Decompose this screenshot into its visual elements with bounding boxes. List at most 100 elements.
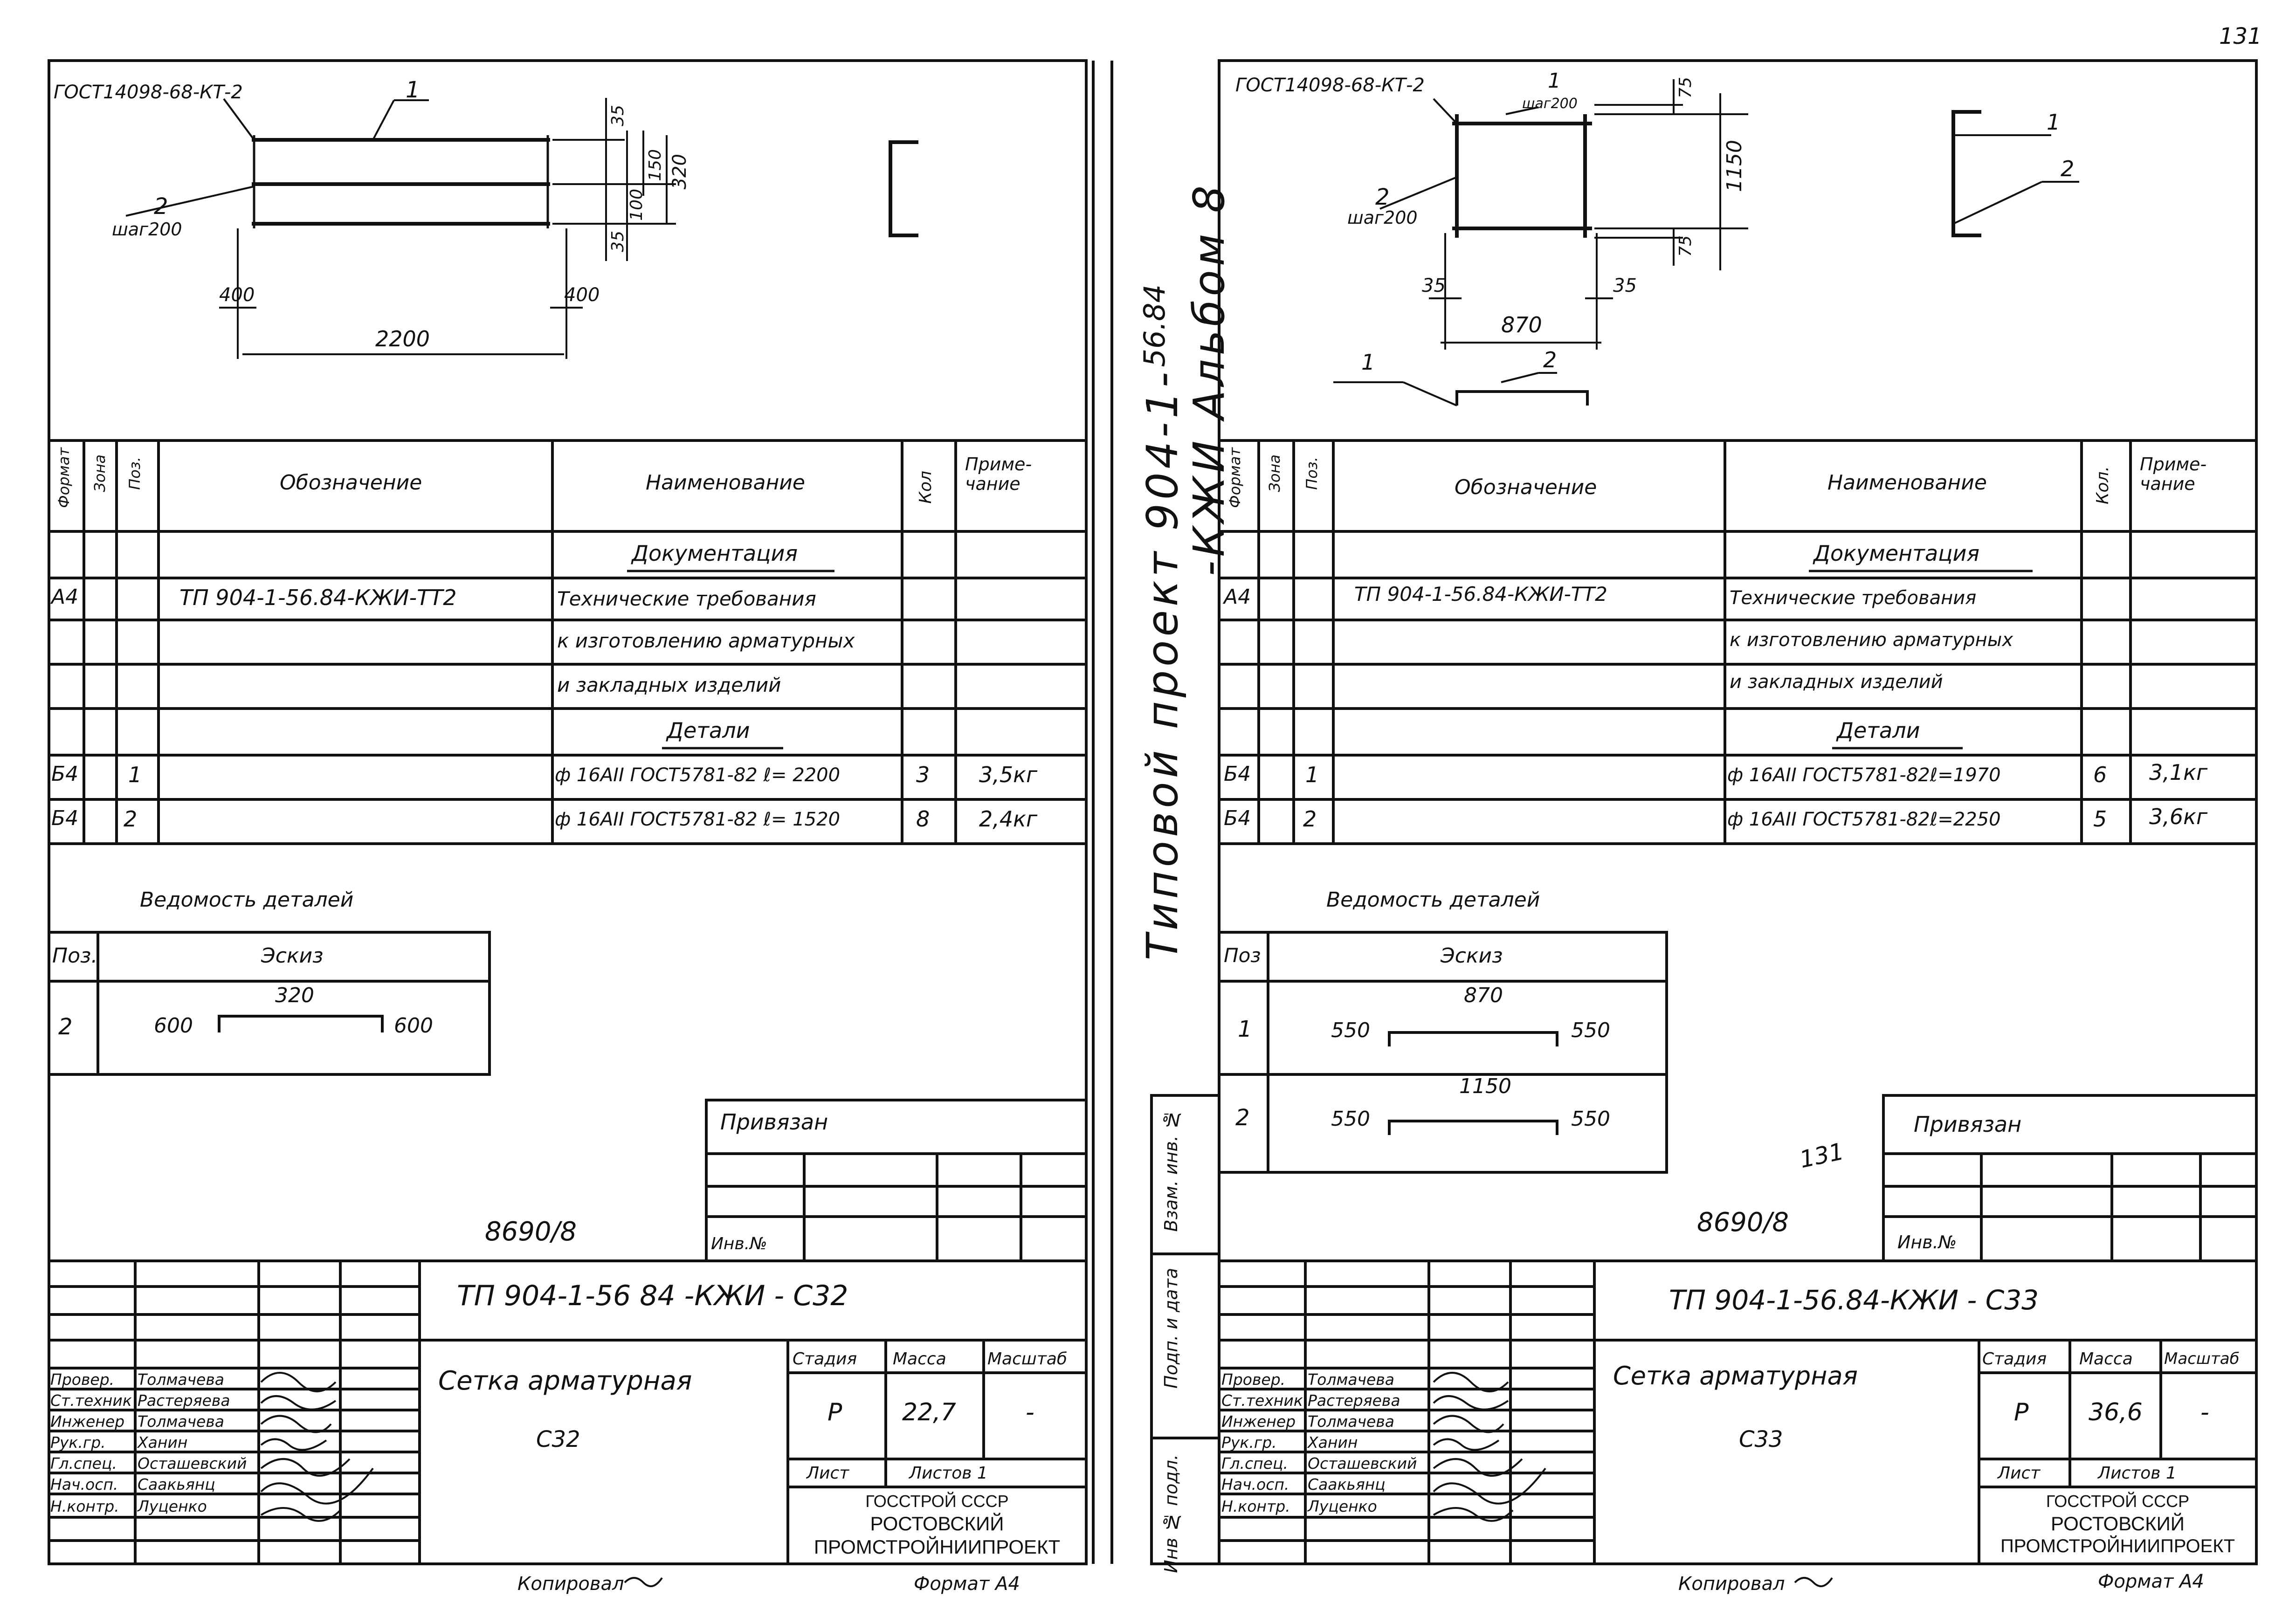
right-format-label: Формат А4 <box>2098 1571 2204 1592</box>
right-vedomost-row1-mid: 870 <box>1464 984 1503 1007</box>
left-row2-pos: 2 <box>124 806 138 832</box>
left-step-label: шаг200 <box>112 219 182 240</box>
left-col-designation: Обозначение <box>280 471 422 495</box>
right-vedomost-row2-pos: 2 <box>1235 1105 1250 1131</box>
right-org-3: ПРОМСТРОЙНИИПРОЕКТ <box>2000 1536 2235 1556</box>
right-vedomost-row2-mid: 1150 <box>1459 1074 1511 1098</box>
left-dim-2200: 2200 <box>375 326 430 351</box>
right-doc-format: А4 <box>1224 585 1251 609</box>
left-section-docs: Документация <box>632 541 798 566</box>
left-vedomost-row-left: 600 <box>154 1014 193 1038</box>
left-title-code: ТП 904-1-56 84 -КЖИ - С32 <box>457 1280 848 1312</box>
right-person: Саакьянц <box>1308 1475 1386 1493</box>
signatures <box>260 1372 1833 1587</box>
page-number: 131 <box>2219 23 2262 49</box>
right-title-name-2: С33 <box>1739 1426 1783 1452</box>
left-org-1: ГОССТРОЙ СССР <box>865 1492 1009 1511</box>
left-row1-name: ф 16АII ГОСТ5781-82 ℓ= 2200 <box>555 764 841 786</box>
right-org-1: ГОССТРОЙ СССР <box>2046 1492 2190 1511</box>
right-row1-name: ф 16АII ГОСТ5781-82ℓ=1970 <box>1727 764 2001 786</box>
left-col-pos: Поз. <box>126 457 144 490</box>
left-copied-label: Копировал <box>517 1573 624 1595</box>
left-dim-150: 150 <box>646 149 665 181</box>
right-row2-format: Б4 <box>1224 806 1251 830</box>
right-sheets-label: Листов 1 <box>2098 1464 2177 1483</box>
right-role: Н.контр. <box>1221 1497 1290 1515</box>
left-person: Саакьянц <box>138 1475 215 1493</box>
right-vedomost-row2-left: 550 <box>1331 1107 1370 1131</box>
right-row2-note: 3,6кг <box>2149 804 2208 829</box>
left-vedomost-row-mid: 320 <box>275 984 314 1007</box>
left-role: Нач.осп. <box>50 1475 118 1493</box>
right-role: Ст.техник <box>1221 1391 1303 1410</box>
left-stage-value: Р <box>827 1398 842 1426</box>
left-person: Толмачева <box>138 1412 225 1431</box>
left-dim-400a: 400 <box>219 284 255 306</box>
right-archive-number: 8690/8 <box>1697 1207 1789 1238</box>
right-col-designation: Обозначение <box>1455 475 1597 499</box>
right-stage-value: Р <box>2014 1398 2029 1426</box>
left-scale-value: - <box>1026 1398 1034 1426</box>
right-col-note: Приме- чание <box>2140 454 2207 494</box>
left-mass-header: Масса <box>893 1349 946 1369</box>
left-row1-note: 3,5кг <box>979 762 1038 787</box>
right-row2-qty: 5 <box>2093 806 2107 832</box>
left-person: Ханин <box>138 1433 188 1452</box>
left-row1-format: Б4 <box>51 762 79 786</box>
right-dim-1150: 1150 <box>1723 140 1746 192</box>
left-row1-qty: 3 <box>916 762 930 787</box>
left-title-name-2: С32 <box>536 1426 580 1452</box>
left-dim-35b: 35 <box>608 231 627 252</box>
right-section-docs: Документация <box>1813 541 1980 566</box>
right-doc-name-2: к изготовлению арматурных <box>1730 629 2013 651</box>
right-title-code: ТП 904-1-56.84-КЖИ - С33 <box>1669 1284 2039 1316</box>
left-row2-format: Б4 <box>51 806 79 830</box>
left-mass-value: 22,7 <box>902 1398 956 1426</box>
left-vedomost-col-sketch: Эскиз <box>261 944 324 968</box>
left-stage-header: Стадия <box>793 1349 857 1369</box>
right-doc-name-1: Технические требования <box>1730 587 1977 609</box>
left-person: Толмачева <box>138 1370 225 1389</box>
left-col-note: Приме- чание <box>965 454 1032 494</box>
right-row2-pos: 2 <box>1303 806 1317 832</box>
left-col-zone: Зона <box>91 454 109 492</box>
left-dim-320: 320 <box>669 154 690 190</box>
left-scale-header: Масштаб <box>987 1349 1068 1369</box>
left-row2-name: ф 16АII ГОСТ5781-82 ℓ= 1520 <box>555 809 841 830</box>
left-pos2-label: 2 <box>154 193 168 220</box>
right-pos1-label: 1 <box>1548 69 1561 93</box>
left-role: Н.контр. <box>50 1497 119 1515</box>
right-person: Ханин <box>1308 1433 1358 1452</box>
right-role: Рук.гр. <box>1221 1433 1277 1452</box>
spine-title-number: 56.84 <box>1138 284 1172 367</box>
left-dim-100: 100 <box>627 189 646 221</box>
right-person: Толмачева <box>1308 1412 1395 1431</box>
right-gost-label: ГОСТ14098-68-КТ-2 <box>1235 75 1425 96</box>
left-org-2: РОСТОВСКИЙ <box>870 1513 1004 1535</box>
left-col-qty: Кол <box>916 471 935 504</box>
right-step-label: шаг200 <box>1347 207 1418 228</box>
right-col-qty: Кол. <box>2093 466 2112 505</box>
right-mass-header: Масса <box>2079 1349 2133 1369</box>
spine-title-line2: -КЖИ Альбом 8 <box>1184 182 1234 576</box>
right-person: Осташевский <box>1308 1454 1417 1473</box>
left-format-label: Формат А4 <box>914 1573 1020 1595</box>
vedomost-sketches <box>218 1015 1558 1135</box>
right-dim-35a: 35 <box>1422 275 1446 296</box>
left-role: Гл.спец. <box>50 1454 117 1473</box>
left-title-name-1: Сетка арматурная <box>438 1366 692 1396</box>
left-doc-name-2: к изготовлению арматурных <box>557 629 855 652</box>
right-role: Инженер <box>1221 1412 1296 1431</box>
right-vedomost-title: Ведомость деталей <box>1326 888 1540 912</box>
left-doc-name-3: и закладных изделий <box>557 674 781 696</box>
right-role: Гл.спец. <box>1221 1454 1288 1473</box>
right-copied-label: Копировал <box>1678 1573 1785 1595</box>
left-dim-35a: 35 <box>608 105 627 126</box>
side-stamp-vzam-inv: Взам. инв. № <box>1161 1109 1181 1232</box>
left-vedomost-row-pos: 2 <box>58 1014 73 1040</box>
right-mesh-sketch <box>1452 110 1981 406</box>
right-pos2b-label: 2 <box>1543 347 1557 372</box>
right-dim-75b: 75 <box>1676 235 1695 257</box>
right-mass-value: 36,6 <box>2089 1398 2143 1426</box>
left-doc-name-1: Технические требования <box>557 587 816 610</box>
